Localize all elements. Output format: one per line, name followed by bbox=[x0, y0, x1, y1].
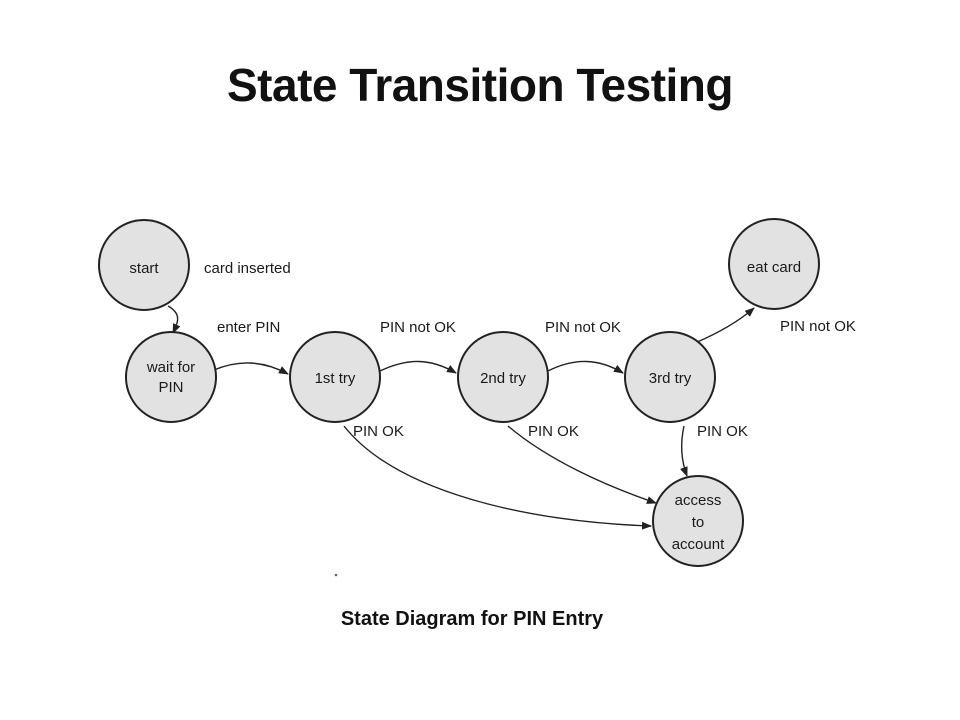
state-label: 1st try bbox=[315, 370, 356, 387]
state-1st-try: 1st try bbox=[289, 331, 381, 423]
state-3rd-try: 3rd try bbox=[624, 331, 716, 423]
arrow-wait-to-1st bbox=[213, 362, 289, 375]
state-wait-for-pin: wait for PIN bbox=[125, 331, 217, 423]
transition-label-pin-not-ok-1: PIN not OK bbox=[380, 319, 456, 336]
arrow-3rd-to-eatcard bbox=[694, 307, 755, 344]
state-label: to bbox=[692, 514, 705, 531]
state-label: 2nd try bbox=[480, 370, 526, 387]
diagram-caption: State Diagram for PIN Entry bbox=[340, 608, 604, 630]
slide-title: State Transition Testing bbox=[227, 59, 734, 111]
state-start: start bbox=[98, 219, 190, 311]
state-label: eat card bbox=[747, 259, 801, 276]
transition-label-enter-pin: enter PIN bbox=[217, 319, 280, 336]
arrow-start-to-wait bbox=[167, 305, 181, 334]
transition-label-card-inserted: card inserted bbox=[204, 260, 291, 277]
state-eat-card: eat card bbox=[728, 218, 820, 310]
transition-label-pin-not-ok-3: PIN not OK bbox=[780, 318, 856, 335]
transition-label-pin-ok-3: PIN OK bbox=[697, 423, 748, 440]
state-label: account bbox=[672, 536, 725, 553]
transition-label-pin-ok-2: PIN OK bbox=[528, 423, 579, 440]
state-access-to-account: access to account bbox=[652, 475, 744, 567]
arrow-1st-to-2nd bbox=[379, 360, 457, 374]
arrow-1st-to-access bbox=[343, 425, 652, 530]
state-label: start bbox=[129, 260, 159, 277]
speck-dot bbox=[334, 573, 338, 577]
arrow-2nd-to-access bbox=[507, 425, 657, 504]
state-label: access bbox=[675, 492, 722, 509]
state-label: 3rd try bbox=[649, 370, 692, 387]
state-2nd-try: 2nd try bbox=[457, 331, 549, 423]
arrow-3rd-to-access bbox=[680, 425, 688, 477]
transition-label-pin-not-ok-2: PIN not OK bbox=[545, 319, 621, 336]
state-label: PIN bbox=[158, 379, 183, 396]
transition-label-pin-ok-1: PIN OK bbox=[353, 423, 404, 440]
state-label: wait for bbox=[146, 359, 195, 376]
arrow-2nd-to-3rd bbox=[547, 360, 624, 374]
